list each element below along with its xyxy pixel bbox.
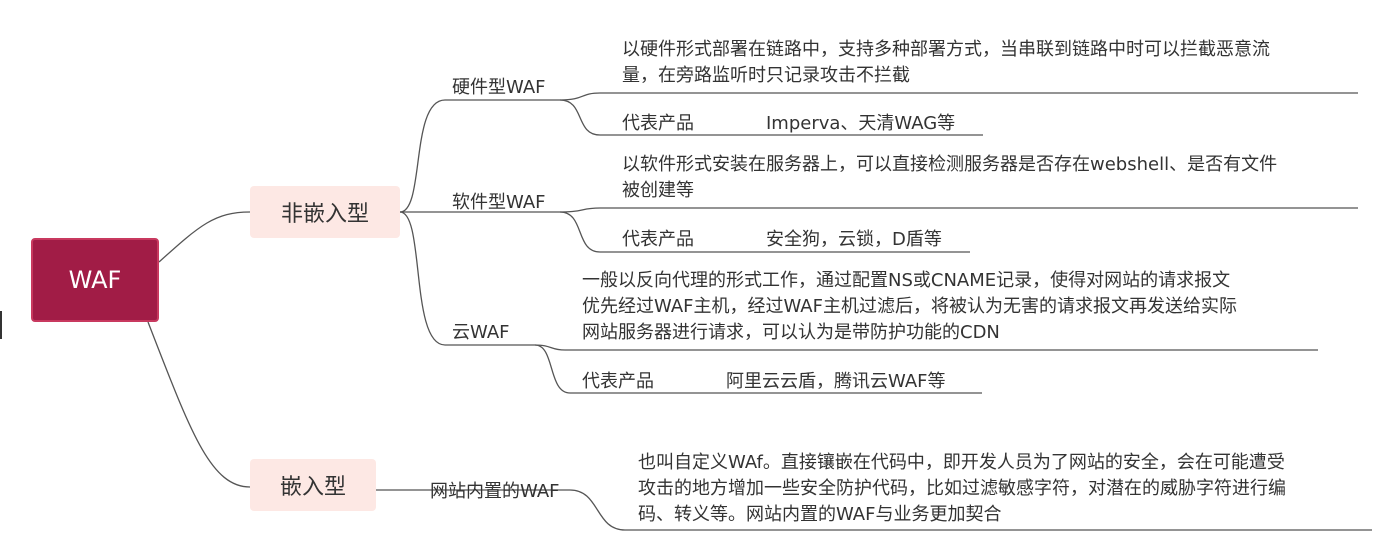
connector-root-embedded xyxy=(147,321,251,488)
software-desc-line: 以软件形式安装在服务器上，可以直接检测服务器是否存在webshell、是否有文件 xyxy=(622,154,1278,175)
software-description: 以软件形式安装在服务器上，可以直接检测服务器是否存在webshell、是否有文件… xyxy=(622,152,1277,204)
products-label: 代表产品 xyxy=(582,371,654,392)
builtin-desc-line: 码、转义等。网站内置的WAF与业务更加契合 xyxy=(638,504,1002,525)
node-cloud-waf[interactable]: 云WAF xyxy=(452,322,510,343)
root-node-waf[interactable]: WAF xyxy=(31,238,159,322)
products-label: 代表产品 xyxy=(622,229,694,250)
hardware-desc-line: 量，在旁路监听时只记录攻击不拦截 xyxy=(622,65,910,86)
connector-cloud-desc xyxy=(534,344,1318,351)
products-value: 阿里云云盾，腾讯云WAF等 xyxy=(726,371,946,392)
cloud-desc-line: 优先经过WAF主机，经过WAF主机过滤后，将被认为无害的请求报文再发送给实际 xyxy=(582,296,1237,317)
cloud-desc-line: 一般以反向代理的形式工作，通过配置NS或CNAME记录，使得对网站的请求报文 xyxy=(582,270,1231,291)
builtin-desc-line: 也叫自定义WAf。直接镶嵌在代码中，即开发人员为了网站的安全，会在可能遭受 xyxy=(638,452,1285,473)
node-builtin-waf[interactable]: 网站内置的WAF xyxy=(430,481,560,502)
left-edge-marker xyxy=(0,311,2,339)
connector-software-desc xyxy=(559,207,1358,213)
connector-nonembedded-hardware xyxy=(399,99,560,213)
node-software-waf[interactable]: 软件型WAF xyxy=(452,192,546,213)
connector-builtin-desc xyxy=(569,489,1372,531)
cloud-desc-line: 网站服务器进行请求，可以认为是带防护功能的CDN xyxy=(582,322,1000,343)
cloud-products: 代表产品 阿里云云盾，腾讯云WAF等 xyxy=(582,367,980,393)
connector-cloud-products xyxy=(534,344,982,394)
builtin-description: 也叫自定义WAf。直接镶嵌在代码中，即开发人员为了网站的安全，会在可能遭受 攻击… xyxy=(638,450,1286,528)
connector-nonembedded-cloud xyxy=(399,211,535,346)
builtin-desc-line: 攻击的地方增加一些安全防护代码，比如过滤敏感字符，对潜在的威胁字符进行编 xyxy=(638,478,1286,499)
hardware-desc-line: 以硬件形式部署在链路中，支持多种部署方式，当串联到链路中时可以拦截恶意流 xyxy=(622,39,1270,60)
connector-software-products xyxy=(559,211,970,253)
hardware-products: 代表产品 Imperva、天清WAG等 xyxy=(622,109,982,135)
cloud-description: 一般以反向代理的形式工作，通过配置NS或CNAME记录，使得对网站的请求报文 优… xyxy=(582,268,1237,346)
connector-hardware-desc xyxy=(559,92,1358,101)
software-products: 代表产品 安全狗，云锁，D盾等 xyxy=(622,225,967,251)
products-label: 代表产品 xyxy=(622,113,694,134)
connector-hardware-products xyxy=(559,99,983,136)
hardware-description: 以硬件形式部署在链路中，支持多种部署方式，当串联到链路中时可以拦截恶意流 量，在… xyxy=(622,37,1270,89)
connector-root-nonembedded xyxy=(158,211,251,263)
node-hardware-waf[interactable]: 硬件型WAF xyxy=(452,77,546,98)
software-desc-line: 被创建等 xyxy=(622,180,694,201)
products-value: Imperva、天清WAG等 xyxy=(766,113,956,134)
branch-nonembedded[interactable]: 非嵌入型 xyxy=(250,186,400,238)
products-value: 安全狗，云锁，D盾等 xyxy=(766,229,942,250)
branch-embedded[interactable]: 嵌入型 xyxy=(250,459,376,511)
